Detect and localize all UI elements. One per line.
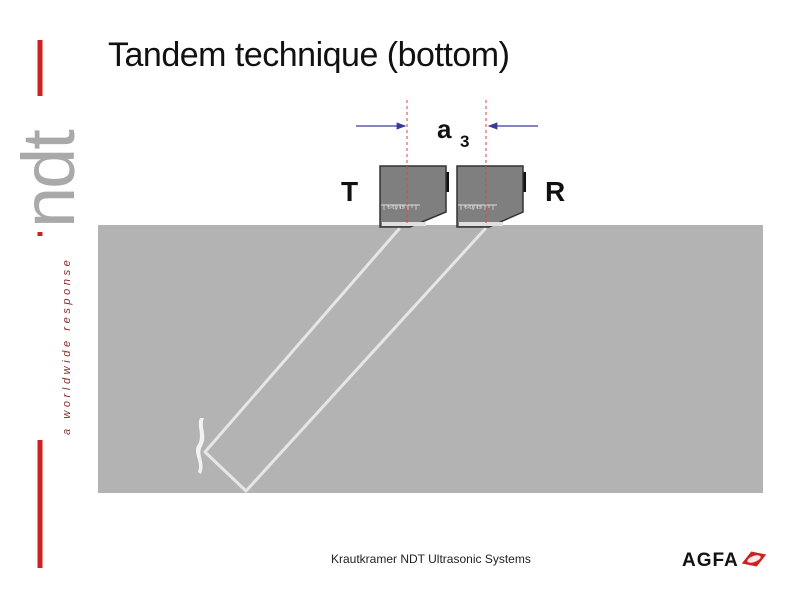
agfa-rhombus-icon — [741, 551, 767, 567]
agfa-logo-text: AGFA — [682, 550, 739, 571]
agfa-logo: AGFA — [682, 550, 767, 571]
transmitter-scale-label: 5 10 15 — [388, 205, 405, 211]
receiver-scale-label: 5 10 15 — [465, 205, 482, 211]
ndt-logo-text: ndt — [7, 129, 84, 228]
page-title: Tandem technique (bottom) — [108, 36, 510, 74]
footer-company-text: Krautkramer NDT Ultrasonic Systems — [331, 552, 531, 566]
spacing-label: a — [437, 114, 452, 144]
receiver-beam — [244, 227, 487, 493]
transmitter-beam — [203, 227, 401, 454]
transmitter-probe: 5 10 15 — [379, 165, 449, 228]
reflected-beam — [203, 450, 248, 493]
spacing-subscript: 3 — [460, 132, 469, 151]
receiver-probe: 5 10 15 — [456, 165, 526, 228]
transmitter-label: T — [341, 176, 358, 207]
receiver-label: R — [545, 176, 565, 207]
flaw-indication — [195, 418, 205, 474]
ndt-side-logo: ndt a worldwide response — [7, 40, 84, 568]
ndt-tagline-text: a worldwide response — [61, 257, 73, 435]
